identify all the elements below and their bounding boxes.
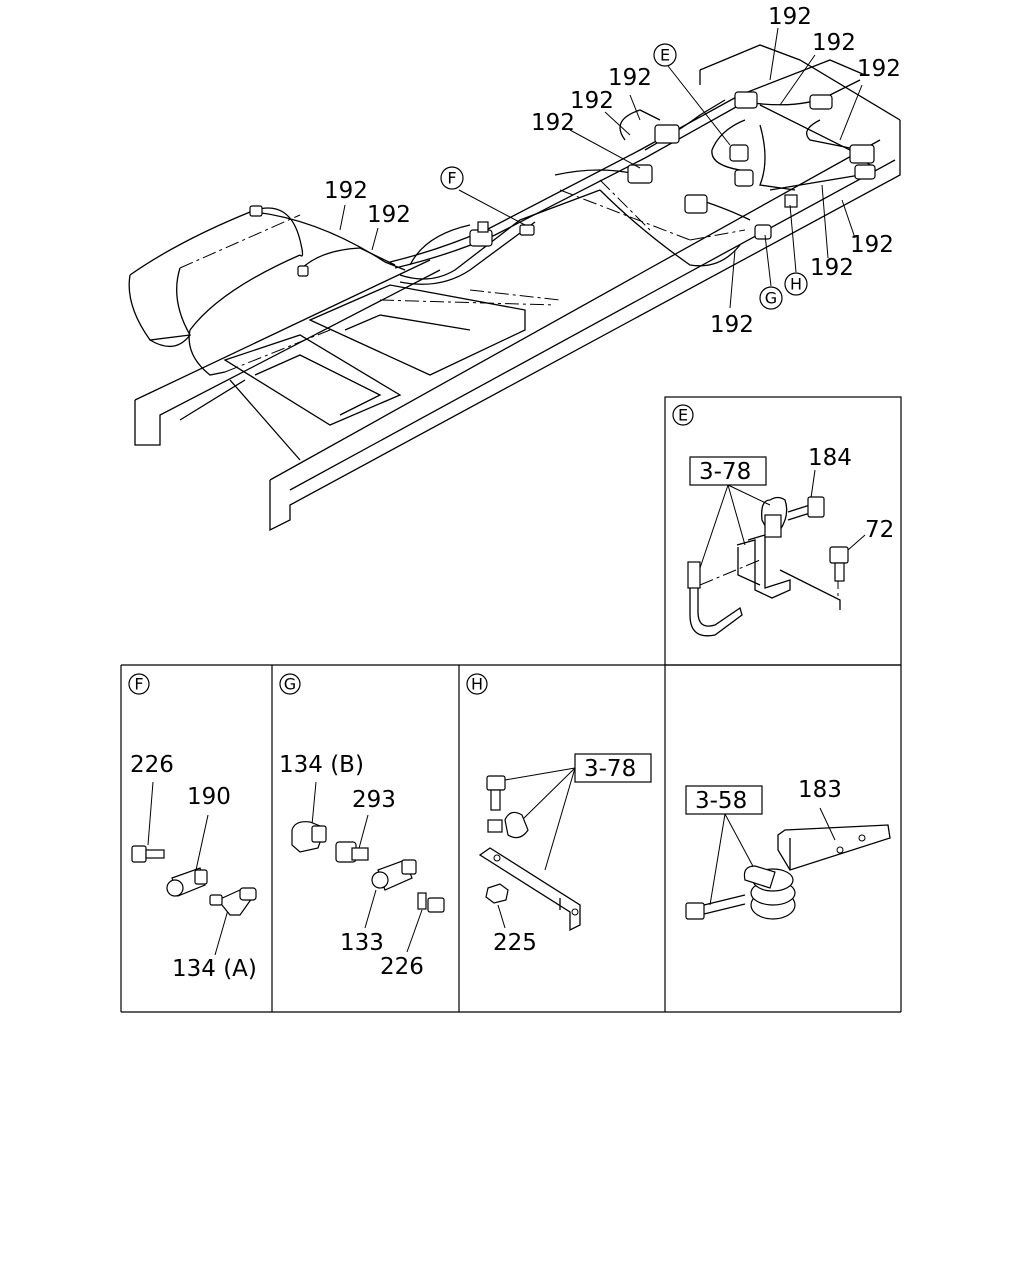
main-callouts: 192 192 192 192 192 192 192 192 192 192 …: [324, 4, 901, 338]
callout-192: 192: [768, 4, 812, 30]
panel-g: G 134 (B) 293 133 226: [279, 673, 445, 980]
callout-192: 192: [857, 56, 901, 82]
label-225: 225: [493, 930, 537, 956]
chassis-frame-drawing: [128, 44, 901, 532]
label-134-b: 134 (B): [279, 752, 364, 778]
label-183: 183: [798, 777, 842, 803]
detail-ref-h: H: [784, 272, 808, 296]
label-293: 293: [352, 787, 396, 813]
panel-e-letter: E: [678, 406, 688, 425]
panel-e: E 3-78 184 72: [672, 404, 894, 637]
detail-panel-frames: [120, 396, 902, 1013]
callout-192: 192: [324, 178, 368, 204]
callout-192: 192: [570, 88, 614, 114]
label-190: 190: [187, 784, 231, 810]
svg-text:H: H: [790, 275, 802, 294]
label-226: 226: [130, 752, 174, 778]
svg-text:F: F: [447, 169, 456, 188]
label-134-a: 134 (A): [172, 956, 257, 982]
label-133: 133: [340, 930, 384, 956]
label-226-g: 226: [380, 954, 424, 980]
label-72: 72: [865, 517, 894, 543]
panel-f: F 226 190 134 (A): [128, 673, 257, 982]
callout-192: 192: [367, 202, 411, 228]
callout-192: 192: [812, 30, 856, 56]
air-pipe-routing: [254, 59, 876, 285]
callout-192: 192: [710, 312, 754, 338]
svg-text:E: E: [660, 46, 670, 65]
detail-ref-f: F: [440, 166, 464, 190]
panel-h-ref-box: 3-78: [584, 756, 636, 782]
valve-fittings: [249, 91, 876, 277]
svg-text:G: G: [765, 289, 777, 308]
label-184: 184: [808, 445, 852, 471]
callout-192: 192: [810, 255, 854, 281]
detail-ref-e: E: [653, 43, 677, 67]
callout-192: 192: [608, 65, 652, 91]
detail-ref-g: G: [759, 286, 783, 310]
panel-h: H 3-78 225: [466, 673, 652, 956]
panel-g-letter: G: [284, 675, 296, 694]
panel-last-ref-box: 3-58: [695, 788, 747, 814]
panel-e-ref-box: 3-78: [699, 459, 751, 485]
panel-h-letter: H: [471, 675, 483, 694]
main-leader-lines: [339, 27, 863, 309]
panel-last: 3-58 183: [685, 777, 891, 920]
callout-192: 192: [850, 232, 894, 258]
callout-192: 192: [531, 110, 575, 136]
panel-f-letter: F: [134, 675, 143, 694]
